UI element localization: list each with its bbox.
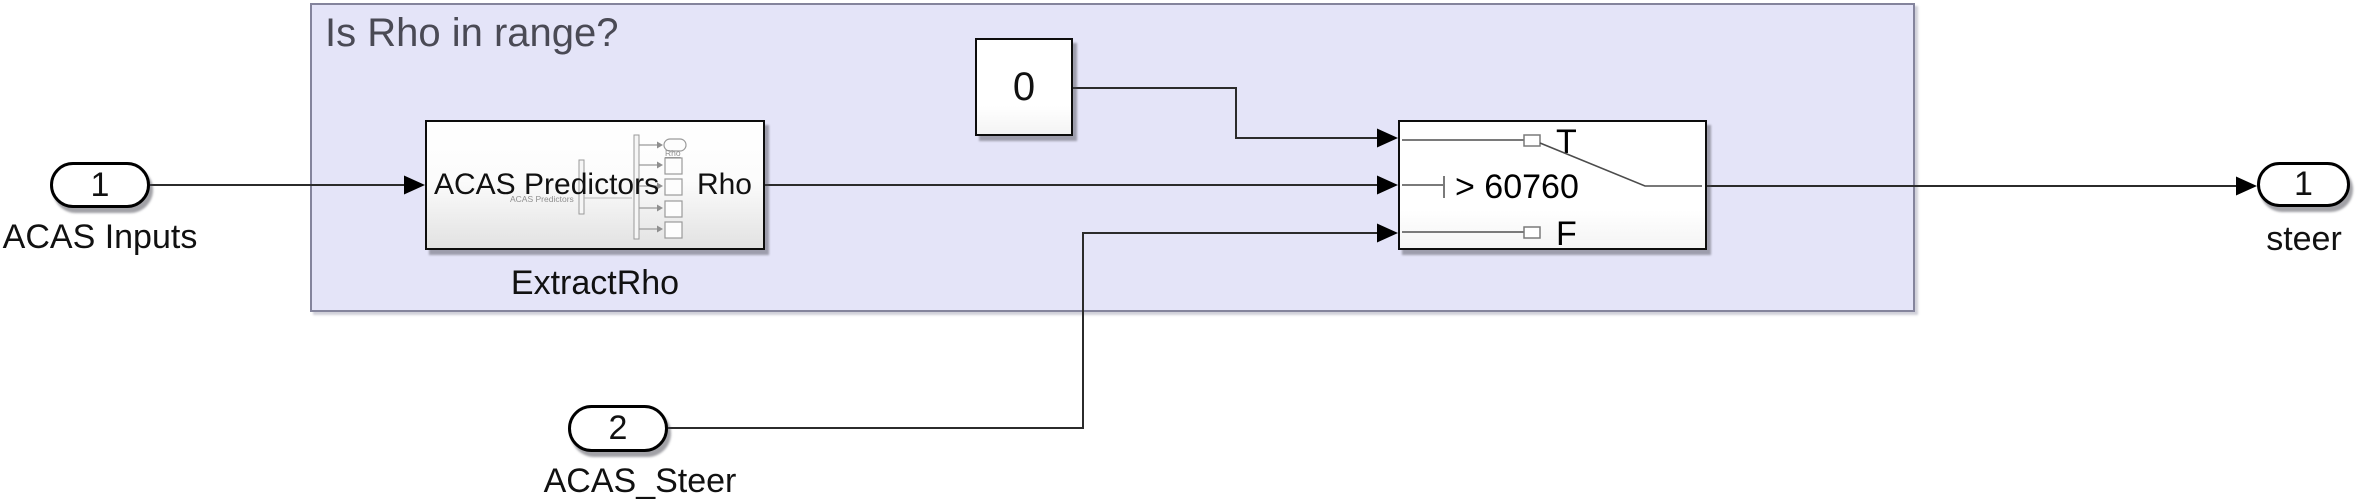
switch-criteria-text: > 60760 [1455, 168, 1579, 206]
switch-true-port-box [1523, 134, 1541, 147]
preview-branch-lines [639, 144, 658, 230]
preview-rho-label: Rho [665, 148, 681, 158]
switch-false-port-box [1523, 226, 1541, 239]
preview-outport-oval [663, 138, 687, 152]
switch-false-label: F [1556, 215, 1577, 247]
wire-constant-to-switch[interactable] [1073, 87, 1377, 139]
switch-pivot-arm [1539, 142, 1702, 187]
switch-glyphs: T > 60760 F [1402, 123, 1702, 247]
subsystem-name-label[interactable]: ExtractRho [510, 264, 680, 302]
switch-true-label: T [1556, 123, 1577, 161]
preview-selector-bar [578, 159, 585, 215]
inport-1-label[interactable]: ACAS Inputs [2, 218, 198, 256]
arrowhead-switch-true[interactable] [1377, 128, 1398, 148]
preview-demux-bar [633, 134, 640, 240]
inport-1-number: 1 [90, 165, 110, 204]
inport-2-label[interactable]: ACAS_Steer [543, 462, 737, 500]
inport-2-acas-steer[interactable]: 2 [568, 405, 668, 452]
outport-1-label[interactable]: steer [2266, 220, 2342, 258]
preview-tiny-title: ACAS Predictors [510, 194, 574, 204]
preview-block-squares [664, 157, 683, 239]
arrowhead-switch-false[interactable] [1377, 223, 1398, 243]
constant-value: 0 [1012, 64, 1036, 109]
wire-acas-steer-to-switch[interactable] [668, 232, 1377, 429]
subsystem-content-preview: ACAS Predictors Rho [510, 134, 687, 240]
arrowhead-extractrho-in[interactable] [404, 175, 425, 195]
subsystem-outport-name: Rho [696, 168, 752, 201]
area-title[interactable]: Is Rho in range? [325, 11, 619, 55]
outport-1-steer[interactable]: 1 [2257, 162, 2350, 207]
subsystem-extractrho[interactable]: ACAS Predictors Rho [425, 120, 765, 250]
arrowhead-steer-out[interactable] [2236, 176, 2257, 196]
inport-2-number: 2 [608, 409, 628, 447]
subsystem-inport-name: ACAS Predictors [434, 168, 660, 201]
preview-branch-arrows [657, 141, 663, 233]
inport-1-acas-inputs[interactable]: 1 [50, 162, 150, 208]
switch-block[interactable]: T > 60760 F [1398, 120, 1707, 250]
arrowhead-switch-control[interactable] [1377, 175, 1398, 195]
outport-1-number: 1 [2294, 165, 2313, 203]
constant-block[interactable]: 0 [975, 38, 1073, 136]
